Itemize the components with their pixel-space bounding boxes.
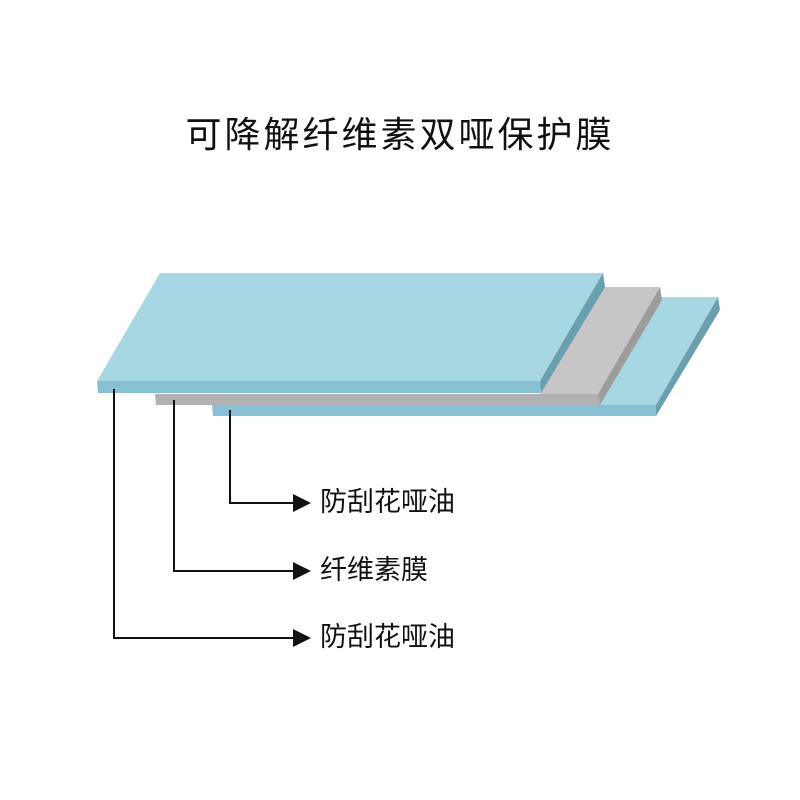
layer-bottom-top-face: [598, 297, 718, 405]
layer-bottom-matte-coating: [212, 297, 720, 416]
layer-middle-top-face: [540, 287, 660, 394]
layer-bottom-side-face: [656, 297, 720, 416]
layer-bottom-front-face: [212, 405, 656, 416]
arrow-icon: [293, 562, 311, 580]
leader-line-middle-layer: [173, 400, 296, 572]
label-top-layer: 防刮花哑油: [320, 622, 455, 653]
layer-top-side-face: [540, 273, 605, 393]
label-middle-layer: 纤维素膜: [320, 555, 428, 586]
arrow-icon: [293, 494, 311, 512]
layer-top-top-face: [97, 273, 603, 381]
leader-line-bottom-layer: [229, 410, 296, 504]
layer-middle-cellulose-film: [155, 287, 662, 405]
label-bottom-layer: 防刮花哑油: [320, 487, 455, 518]
diagram-title: 可降解纤维素双哑保护膜: [185, 115, 615, 156]
leader-line-top-layer: [113, 389, 296, 639]
layer-top-front-face: [97, 381, 541, 393]
layer-middle-side-face: [598, 287, 662, 405]
layer-top-matte-coating: [97, 273, 605, 393]
arrow-icon: [293, 629, 311, 647]
layer-middle-front-face: [155, 394, 600, 405]
